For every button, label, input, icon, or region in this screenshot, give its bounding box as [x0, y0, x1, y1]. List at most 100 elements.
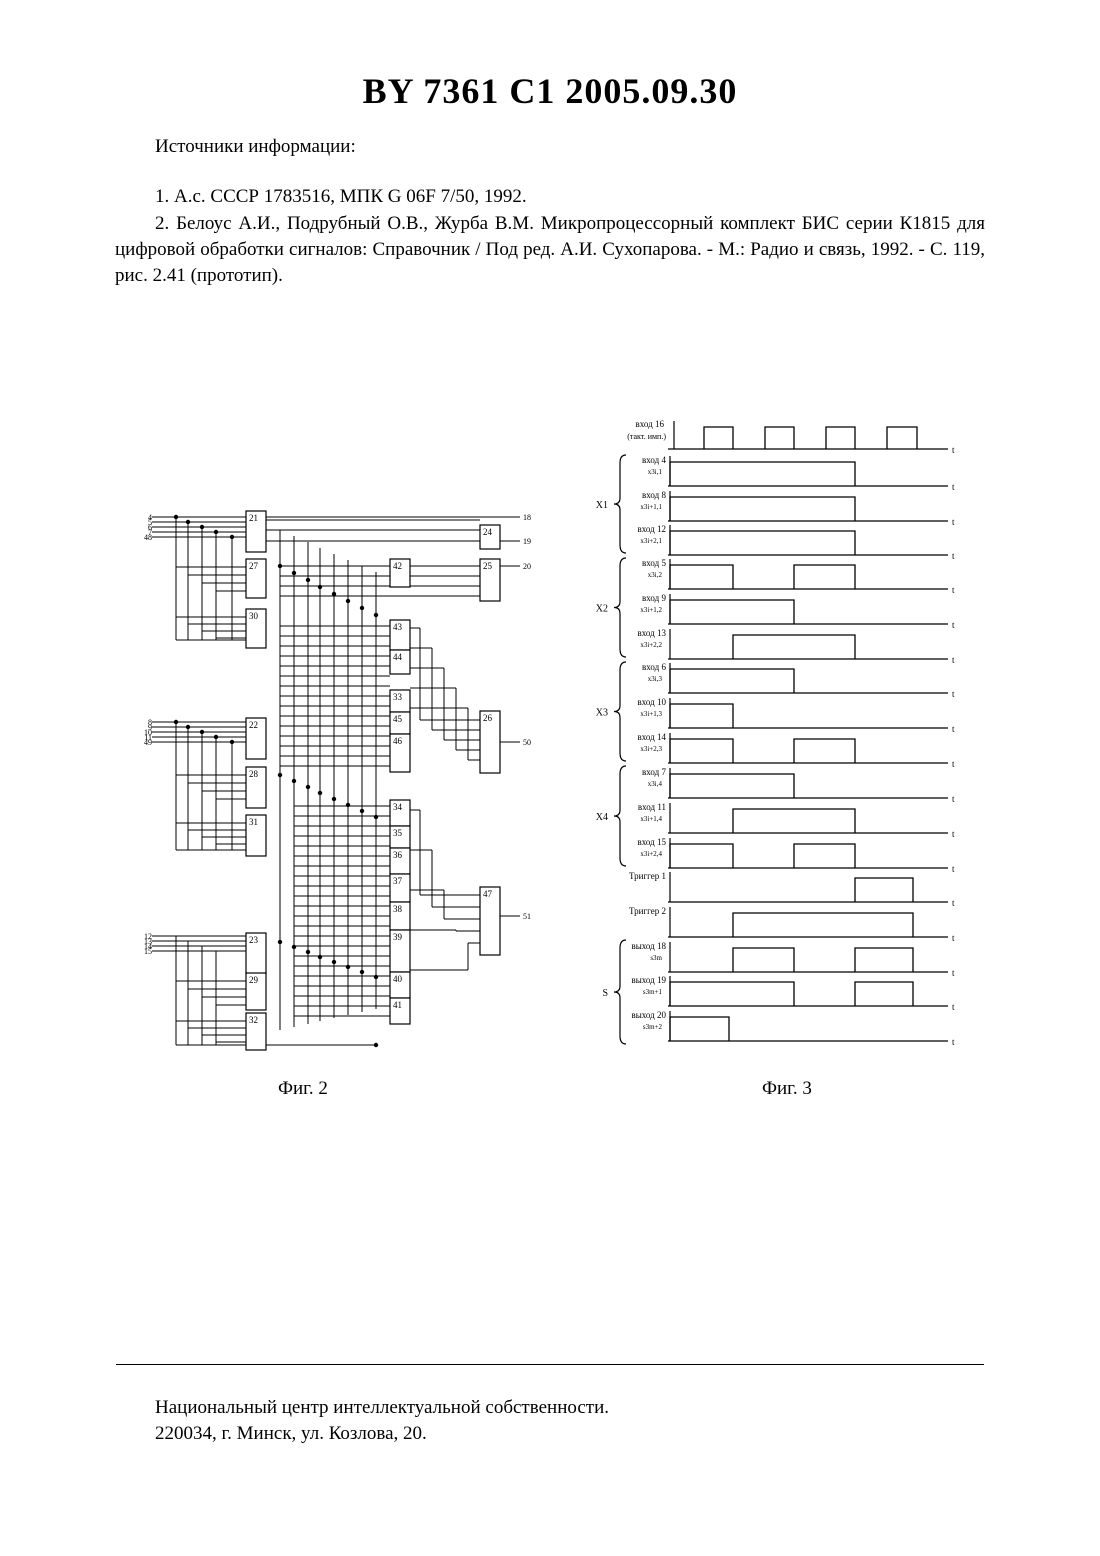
t-axis-label: t	[952, 445, 955, 455]
t-axis-label: t	[952, 482, 955, 492]
block-number: 44	[393, 652, 403, 662]
timing-waveforms	[670, 427, 917, 1041]
block-number: 40	[393, 974, 403, 984]
pulse	[765, 427, 794, 449]
block-number: 36	[393, 850, 403, 860]
signal-sublabel: x3i+1,2	[640, 606, 662, 614]
signal-label: вход 4	[642, 455, 666, 465]
pulse	[733, 948, 794, 972]
block-number: 46	[393, 736, 403, 746]
signal-label: выход 19	[631, 975, 666, 985]
signal-label: вход 6	[642, 662, 666, 672]
t-axis-label: t	[952, 585, 955, 595]
group-label: S	[602, 988, 608, 999]
footer-divider	[116, 1364, 984, 1365]
output-pin-label: 18	[523, 513, 531, 522]
signal-sublabel: x3i,3	[648, 675, 663, 683]
clock-label: вход 16	[636, 419, 665, 429]
group-brace	[614, 455, 626, 553]
footer-organization: Национальный центр интеллектуальной собс…	[155, 1395, 609, 1421]
group-brace	[614, 558, 626, 657]
reference-2: 2. Белоус А.И., Подрубный О.В., Журба В.…	[115, 211, 985, 289]
pulse	[670, 600, 794, 624]
group-label: X3	[596, 708, 608, 719]
block-number: 24	[483, 527, 493, 537]
block-number: 45	[393, 714, 403, 724]
signal-sublabel: x3i+2,4	[640, 850, 662, 858]
pulse	[670, 669, 794, 693]
pulse	[670, 1017, 729, 1041]
input-pin-label: 48	[144, 533, 152, 542]
block-number: 43	[393, 622, 403, 632]
block-number: 22	[249, 720, 258, 730]
t-axis-label: t	[952, 724, 955, 734]
t-axis-label: t	[952, 517, 955, 527]
output-pin-label: 50	[523, 738, 531, 747]
block-number: 39	[393, 932, 403, 942]
pulse	[670, 844, 733, 868]
patent-header: BY 7361 C1 2005.09.30	[0, 70, 1100, 112]
block-number: 38	[393, 904, 403, 914]
signal-label: Триггер 2	[629, 906, 666, 916]
block-number: 23	[249, 935, 259, 945]
signal-sublabel: x3i,2	[648, 571, 663, 579]
block-number: 29	[249, 975, 259, 985]
timing-labels: tвход 16(такт. имп.)tвход 4x3i,1tвход 8x…	[596, 419, 955, 1047]
t-axis-label: t	[952, 689, 955, 699]
block-number: 30	[249, 611, 259, 621]
group-brace	[614, 662, 626, 761]
output-pin-label: 19	[523, 537, 531, 546]
group-brace	[614, 940, 626, 1044]
t-axis-label: t	[952, 759, 955, 769]
clock-label: (такт. имп.)	[627, 432, 666, 441]
pulse	[670, 531, 855, 555]
pulse	[670, 497, 855, 521]
block-number: 33	[393, 692, 403, 702]
t-axis-label: t	[952, 933, 955, 943]
output-pin-label: 20	[523, 562, 531, 571]
signal-sublabel: s3m	[650, 954, 662, 962]
pulse	[733, 913, 913, 937]
t-axis-label: t	[952, 1037, 955, 1047]
block-number: 21	[249, 513, 258, 523]
reference-1: 1. А.с. СССР 1783516, МПК G 06F 7/50, 19…	[115, 184, 985, 210]
figure-2-caption: Фиг. 2	[278, 1078, 328, 1100]
signal-sublabel: x3i+2,1	[640, 537, 662, 545]
pulse	[794, 844, 855, 868]
signal-sublabel: x3i+1,4	[640, 815, 662, 823]
signal-label: выход 18	[631, 941, 666, 951]
figure-3-timing-diagram: tвход 16(такт. имп.)tвход 4x3i,1tвход 8x…	[595, 410, 965, 1060]
pulse	[855, 982, 913, 1006]
signal-sublabel: x3i+1,3	[640, 710, 662, 718]
pulse	[670, 739, 733, 763]
input-pin-label: 49	[144, 738, 152, 747]
block-number: 47	[483, 889, 493, 899]
t-axis-label: t	[952, 898, 955, 908]
pulse	[704, 427, 733, 449]
block-number: 34	[393, 802, 403, 812]
block-number: 31	[249, 817, 258, 827]
signal-sublabel: x3i,4	[648, 780, 663, 788]
pulse	[794, 739, 855, 763]
pulse	[855, 948, 913, 972]
block-number: 35	[393, 828, 403, 838]
figure-3-caption: Фиг. 3	[762, 1078, 812, 1100]
pulse	[794, 565, 855, 589]
t-axis-label: t	[952, 968, 955, 978]
signal-sublabel: x3i+1,1	[640, 503, 662, 511]
t-axis-label: t	[952, 794, 955, 804]
footer-address: 220034, г. Минск, ул. Козлова, 20.	[155, 1421, 427, 1447]
block-number: 42	[393, 561, 402, 571]
block-number: 41	[393, 1000, 402, 1010]
group-brace	[614, 766, 626, 866]
t-axis-label: t	[952, 551, 955, 561]
figure-2-circuit: 4567488910114912131415181920505121273022…	[130, 490, 550, 1090]
signal-sublabel: s3m+1	[643, 988, 663, 996]
signal-label: вход 15	[638, 837, 667, 847]
signal-label: вход 12	[638, 524, 666, 534]
signal-label: вход 9	[642, 593, 666, 603]
t-axis-label: t	[952, 864, 955, 874]
circuit-blocks	[246, 511, 500, 1050]
t-axis-label: t	[952, 655, 955, 665]
block-number: 26	[483, 713, 493, 723]
